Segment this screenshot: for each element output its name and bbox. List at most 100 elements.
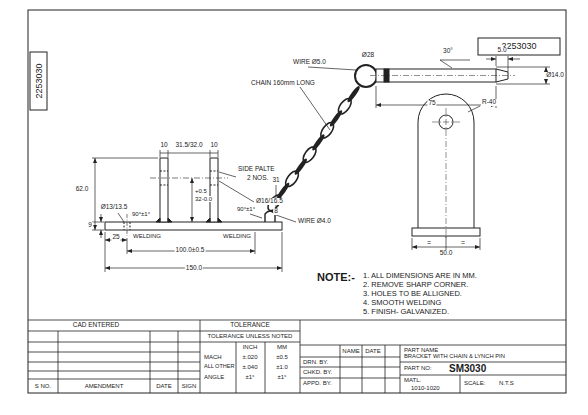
drawing-text: N.T.S <box>498 380 515 386</box>
dimension-lines <box>412 238 413 250</box>
lynch-pin <box>355 65 377 87</box>
dimension-lines <box>496 56 497 66</box>
sheet-frame <box>478 38 560 55</box>
drawing-text: 1. ALL DIMENSIONS ARE IN MM. <box>362 272 478 280</box>
dimension-lines <box>92 56 550 272</box>
title-block <box>200 342 300 343</box>
bracket-front-view <box>124 222 125 230</box>
bracket-front-view <box>156 218 222 222</box>
drawing-text: 62.0 <box>75 186 90 193</box>
drawing-text: MATL. <box>403 377 422 383</box>
drawing-text: AMENDMENT <box>84 383 125 389</box>
drawing-text: 2. REMOVE SHARP CORNER. <box>362 281 469 289</box>
dimension-lines <box>92 158 158 159</box>
title-block <box>400 345 401 393</box>
title-block <box>58 331 59 393</box>
dimension-lines <box>300 87 330 130</box>
drawing-text: ±.020 <box>242 354 259 360</box>
drawing-text: ±1° <box>244 374 255 380</box>
drawing-text: ±0.5 <box>275 354 289 360</box>
dimension-lines <box>92 222 104 223</box>
title-block <box>28 320 566 393</box>
chain-links <box>294 159 307 175</box>
drawing-text: 8 <box>273 208 279 215</box>
dimension-lines <box>276 215 296 222</box>
drawing-text: TOLERANCE UNLESS NOTED <box>207 333 294 339</box>
dimension-lines <box>168 150 169 157</box>
drawing-text: INCH <box>242 344 259 350</box>
bracket-front-view <box>127 214 128 236</box>
dimension-lines <box>508 59 520 60</box>
drawing-text: = <box>426 239 432 246</box>
drawing-text: WIRE Ø5.0 <box>292 59 327 66</box>
sheet-frame <box>28 10 566 393</box>
drawing-text: Ø13/13.5 <box>100 204 129 211</box>
drawing-text: 90°±1° <box>236 206 256 212</box>
dimension-lines <box>218 150 219 157</box>
drawing-text: R-40 <box>481 99 497 106</box>
bracket-side-view <box>432 122 460 123</box>
title-block <box>265 342 266 393</box>
drawing-text: 75 <box>427 100 436 107</box>
bracket-side-view <box>446 108 447 240</box>
drawing-text: CHAIN 160mm LONG <box>250 80 316 87</box>
title-block <box>28 320 566 321</box>
bracket-side-view <box>412 94 480 240</box>
dimension-lines <box>219 172 236 177</box>
drawing-text: CHKD. BY. <box>302 369 333 375</box>
dimension-lines <box>192 178 193 222</box>
drawing-text: 2253030 <box>34 62 43 99</box>
dimension-lines <box>308 67 356 70</box>
drawing-text: BRACKET WITH CHAIN & LYNCH PIN <box>403 354 506 360</box>
title-block <box>460 375 461 393</box>
drawing-text: MACH <box>203 354 223 360</box>
dimension-lines <box>160 150 161 157</box>
drawing-text: = <box>460 239 466 246</box>
dimension-lines <box>446 236 447 250</box>
bracket-front-view <box>130 222 131 230</box>
drawing-text: APPD. BY. <box>302 380 333 386</box>
drawing-text: WELDING <box>132 233 162 239</box>
drawing-text: 10 <box>159 142 168 149</box>
chain-links <box>265 86 360 213</box>
bracket-front-view <box>210 185 218 186</box>
drawing-text: S NO. <box>34 383 52 389</box>
drawing-text: 9 <box>87 222 93 229</box>
chain-links <box>312 134 325 150</box>
bracket-front-view <box>210 158 218 222</box>
drawing-text: Ø16/16.5 <box>255 198 284 205</box>
dimension-lines <box>92 230 104 231</box>
title-block <box>28 362 200 363</box>
dimension-lines <box>219 181 254 202</box>
bracket-front-view <box>160 185 168 186</box>
drawing-text: WIRE Ø4.0 <box>297 218 332 225</box>
dimension-lines <box>95 158 96 230</box>
drawing-text: ±1.0 <box>275 364 289 370</box>
drawing-text: 2 NOS. <box>246 175 269 182</box>
drawing-text: 32-0.0 <box>194 196 213 202</box>
sheet-frame <box>30 52 47 110</box>
bracket-front-view <box>150 178 228 179</box>
drawing-text: TOLERANCE <box>229 322 271 329</box>
drawing-text: 3. HOLES TO BE ALLIGNED. <box>362 290 463 298</box>
drawing-text: 25 <box>111 234 120 241</box>
bracket-front-view <box>160 171 168 172</box>
dimension-lines <box>118 213 124 222</box>
drawing-text: CAD ENTERED <box>72 322 121 329</box>
chain-links <box>347 86 360 102</box>
title-block <box>362 345 363 393</box>
dimension-lines <box>210 150 211 157</box>
dimension-lines <box>160 153 218 154</box>
drawing-text: SIGN <box>181 383 198 389</box>
dimension-lines <box>101 214 102 222</box>
drawing-text: ALL OTHER <box>203 364 235 370</box>
dimension-lines <box>440 60 470 61</box>
title-block <box>28 379 200 380</box>
sheet-frame <box>28 10 566 393</box>
drawing-text: Ø14.0 <box>545 72 565 79</box>
dimension-lines <box>486 59 496 60</box>
title-block <box>28 331 200 332</box>
bracket-front-view <box>105 158 282 236</box>
title-block <box>400 362 566 363</box>
